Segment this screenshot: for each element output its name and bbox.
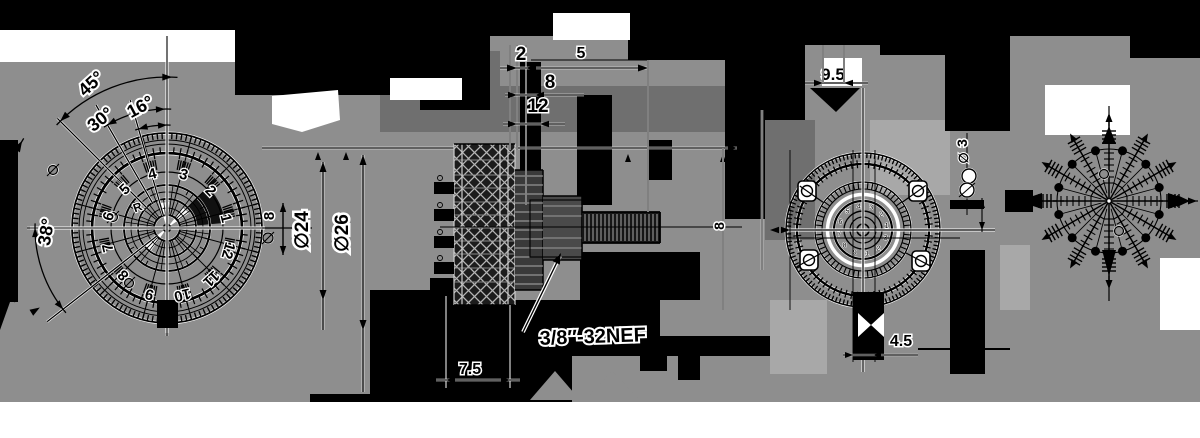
svg-text:8: 8 — [261, 212, 278, 220]
svg-text:3/8″-32NEF: 3/8″-32NEF — [539, 324, 646, 350]
svg-text:7: 7 — [837, 231, 841, 238]
svg-text:12: 12 — [218, 240, 239, 261]
svg-text:∅26: ∅26 — [332, 214, 353, 252]
svg-text:6: 6 — [838, 219, 842, 226]
svg-text:∅24: ∅24 — [292, 211, 313, 249]
svg-text:10: 10 — [172, 284, 192, 305]
svg-text:4: 4 — [857, 203, 861, 210]
svg-text:1: 1 — [885, 223, 889, 230]
svg-text:2: 2 — [879, 212, 883, 219]
svg-text:∅: ∅ — [956, 152, 971, 163]
svg-text:2: 2 — [516, 44, 527, 65]
svg-text:3: 3 — [954, 139, 970, 147]
svg-text:1: 1 — [865, 251, 869, 258]
svg-text:12: 12 — [527, 96, 548, 117]
svg-text:5: 5 — [846, 209, 850, 216]
svg-text:3: 3 — [869, 204, 873, 211]
svg-text:9: 9 — [853, 250, 857, 257]
svg-text:8: 8 — [843, 242, 847, 249]
svg-text:9.5: 9.5 — [821, 65, 845, 84]
svg-text:8: 8 — [711, 222, 727, 230]
svg-text:7.5: 7.5 — [459, 361, 481, 378]
svg-text:4.5: 4.5 — [890, 333, 912, 350]
svg-text:2: 2 — [876, 245, 880, 252]
svg-text:5: 5 — [577, 45, 586, 62]
svg-text:3: 3 — [884, 235, 888, 242]
svg-text:8: 8 — [545, 72, 556, 93]
